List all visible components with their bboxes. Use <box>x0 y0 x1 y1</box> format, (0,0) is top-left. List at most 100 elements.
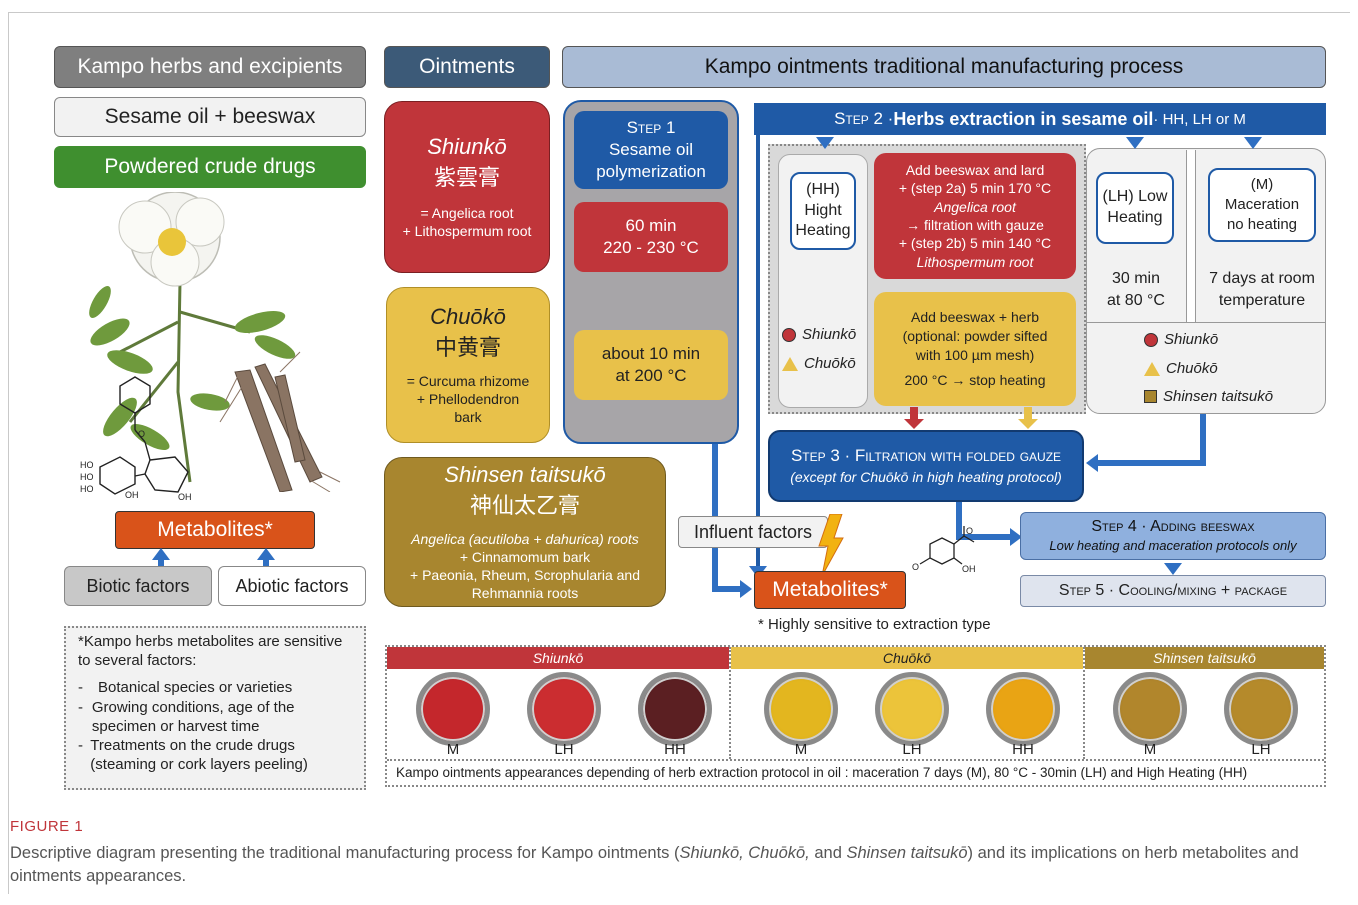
step3-to-step4-head <box>1010 528 1022 546</box>
dish-label: M <box>1143 741 1157 758</box>
arrow-yellow-to-step3 <box>1024 407 1032 421</box>
peony-flower <box>118 192 225 287</box>
legend-chuoko: Chuōkō <box>1144 360 1218 377</box>
step5-box: Step 5 · Cooling/mixing + package <box>1020 575 1326 607</box>
figure-label: FIGURE 1 <box>10 818 84 835</box>
svg-text:O: O <box>966 526 973 536</box>
step1-to-metabolites-horizontal <box>712 586 742 592</box>
dish-label: M <box>446 741 460 758</box>
shiunko-kanji: 紫雲膏 <box>433 164 500 190</box>
dish-shinsen-lh <box>1224 672 1298 746</box>
note-intro: *Kampo herbs metabolites are sensitive t… <box>78 633 343 670</box>
frame-top-line <box>8 12 1350 13</box>
powdered-box: Powdered crude drugs <box>54 146 366 188</box>
hh-red-line: + (step 2b) 5 min 140 °C <box>898 235 1052 252</box>
hh-legend-chuoko: Chuōkō <box>782 355 856 372</box>
hh-yellow-line: with 100 µm mesh) <box>915 347 1035 363</box>
hh-red-box: Add beeswax and lard + (step 2a) 5 min 1… <box>874 153 1076 279</box>
hh-legend-shiunko: Shiunkō <box>782 326 856 343</box>
dish-label: HH <box>1012 741 1034 758</box>
dish-chuoko-lh <box>875 672 949 746</box>
lh-m-legend-divider <box>1086 322 1326 323</box>
appearance-divider-2 <box>1083 647 1085 759</box>
step3-title: Step 3 · Filtration with folded gauze <box>790 446 1062 466</box>
legend-shinsen: Shinsen taitsukō <box>1144 388 1273 405</box>
root-hairs <box>219 351 341 492</box>
header-ointments: Ointments <box>384 46 550 88</box>
lh-m-to-step3-horizontal <box>1096 460 1206 466</box>
appearance-stripe-shiunko: Shiunkō <box>387 647 729 669</box>
lh-m-to-step3-head <box>1086 454 1098 472</box>
biotic-factors-box: Biotic factors <box>64 566 212 606</box>
sensitive-note: * Highly sensitive to extraction type <box>758 616 991 633</box>
dish-shinsen-m <box>1113 672 1187 746</box>
step1-title: Step 1 <box>626 117 676 137</box>
svg-text:HO: HO <box>80 460 94 470</box>
hh-red-line: Add beeswax and lard <box>905 161 1045 178</box>
note-item: Treatments on the crude drugs (steaming … <box>90 736 308 774</box>
shiunko-card: Shiunkō 紫雲膏 = Angelica root + Lithosperm… <box>384 101 550 273</box>
step1-title-box: Step 1 Sesame oil polymerization <box>574 111 728 189</box>
step1-red-box: 60 min 220 - 230 °C <box>574 202 728 272</box>
hh-red-line: + (step 2a) 5 min 170 °C <box>898 180 1052 197</box>
plant-illustration <box>89 192 341 492</box>
figure-caption: Descriptive diagram presenting the tradi… <box>10 844 1299 886</box>
dish-label: M <box>794 741 808 758</box>
metabolites-output-box: Metabolites* <box>754 571 906 609</box>
shinsen-kanji: 神仙太乙膏 <box>469 492 580 518</box>
chuoko-kanji: 中黄膏 <box>434 334 501 360</box>
appearance-stripe-shinsen: Shinsen taitsukō <box>1085 647 1324 669</box>
herbs-note-box: *Kampo herbs metabolites are sensitive t… <box>64 626 366 790</box>
dish-chuoko-m <box>764 672 838 746</box>
note-item: Botanical species or varieties <box>98 679 293 697</box>
lh-m-to-step3-line <box>1200 414 1206 464</box>
dish-shiunko-hh <box>638 672 712 746</box>
svg-text:OH: OH <box>178 492 192 502</box>
step1-to-metabolites-head <box>740 580 752 598</box>
note-item: Growing conditions, age of the specimen … <box>91 698 295 735</box>
red-circle-icon <box>782 327 796 342</box>
appearance-caption-divider <box>387 759 1324 761</box>
step1-yellow-box: about 10 min at 200 °C <box>574 330 728 400</box>
arrow-to-hh <box>816 137 834 149</box>
shinsen-line1: Angelica (acutiloba + dahurica) roots <box>411 530 639 547</box>
chuoko-name: Chuōkō <box>430 303 506 329</box>
step1-red-temp: 220 - 230 °C <box>603 238 699 257</box>
chuoko-line3: bark <box>454 409 482 426</box>
yellow-triangle-icon <box>782 356 798 371</box>
abiotic-arrow <box>263 560 269 568</box>
svg-text:OH: OH <box>125 490 139 500</box>
shinsen-line4: Rehmannia roots <box>471 585 579 602</box>
dish-chuoko-hh <box>986 672 1060 746</box>
shiunko-line1: = Angelica root <box>420 204 514 221</box>
svg-text:OH: OH <box>962 564 976 574</box>
header-herbs: Kampo herbs and excipients <box>54 46 366 88</box>
yellow-triangle-icon <box>1144 361 1160 376</box>
step4-title: Step 4 · Adding beeswax <box>1091 518 1255 536</box>
step2-title-prefix: Step 2 · <box>834 109 894 128</box>
influent-factors-box: Influent factors <box>678 516 828 548</box>
hh-red-line: Angelica root <box>934 198 1016 215</box>
step2-header: Step 2 · Herbs extraction in sesame oil … <box>754 103 1326 135</box>
herbs-metabolites-box: Metabolites* <box>115 511 315 549</box>
appearance-stripe-chuoko: Chuōkō <box>731 647 1083 669</box>
shinsen-line2: + Cinnamomum bark <box>459 548 591 565</box>
lh-label-box: (LH) Low Heating <box>1096 172 1174 244</box>
chuoko-line2: + Phellodendron <box>416 390 520 407</box>
arrow-red-head <box>904 419 924 429</box>
hh-yellow-line: Add beeswax + herb <box>910 309 1040 326</box>
arrow-yellow-head <box>1018 419 1038 429</box>
step1-red-time: 60 min <box>625 215 677 235</box>
dish-label: HH <box>664 741 686 758</box>
step2-vertical-line <box>756 135 760 575</box>
peony-leaves <box>89 286 296 450</box>
step3-to-step4-line <box>956 502 962 538</box>
dish-label: LH <box>902 741 922 758</box>
step4-to-step5-head <box>1164 563 1182 575</box>
step1-subtitle: Sesame oil polymerization <box>596 139 706 182</box>
sesame-box: Sesame oil + beeswax <box>54 97 366 137</box>
dish-shiunko-lh <box>527 672 601 746</box>
